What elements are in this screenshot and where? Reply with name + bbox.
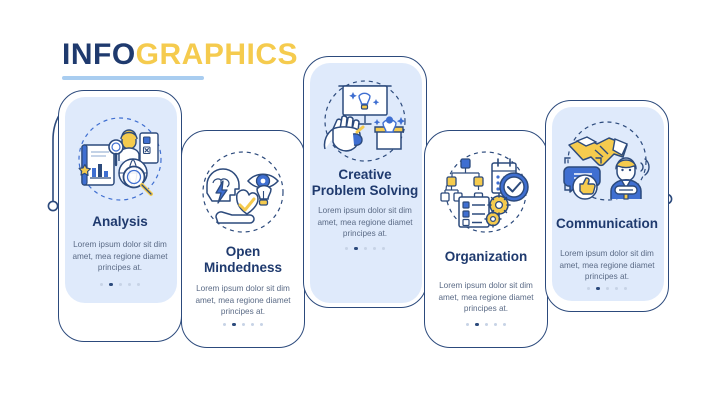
- card-title: Communication: [555, 216, 658, 231]
- card-title: Creative Problem Solving: [311, 167, 419, 198]
- step-dot[interactable]: [466, 323, 470, 327]
- step-dot[interactable]: [250, 323, 254, 327]
- card-step-dots[interactable]: [182, 323, 304, 327]
- analysis-chart-magnifier-icon: [59, 113, 181, 205]
- card-analysis[interactable]: Analysis Lorem ipsum dolor sit dim amet,…: [58, 90, 182, 342]
- step-dot[interactable]: [363, 247, 367, 251]
- card-step-dots[interactable]: [59, 283, 181, 287]
- brain-lightbulb-eye-icon: [182, 147, 304, 237]
- card-body: Lorem ipsum dolor sit dim amet, mea regi…: [317, 206, 413, 238]
- step-dot[interactable]: [484, 323, 488, 327]
- step-dot[interactable]: [587, 287, 591, 291]
- step-dot[interactable]: [100, 283, 104, 287]
- title-graphics: GRAPHICS: [135, 38, 299, 71]
- step-dot-active[interactable]: [109, 283, 113, 287]
- step-dot[interactable]: [381, 247, 385, 251]
- card-step-dots[interactable]: [304, 247, 426, 251]
- card-body: Lorem ipsum dolor sit dim amet, mea regi…: [72, 240, 168, 272]
- step-dot[interactable]: [223, 323, 227, 327]
- title-info: INFO: [62, 38, 136, 71]
- connector-endpoint-left: [47, 200, 59, 212]
- step-dot-active[interactable]: [232, 323, 236, 327]
- page-title: INFOGRAPHICS: [62, 40, 298, 80]
- step-dot[interactable]: [241, 323, 245, 327]
- card-body: Lorem ipsum dolor sit dim amet, mea regi…: [195, 284, 291, 316]
- step-dot[interactable]: [614, 287, 618, 291]
- presentation-lightbulb-hand-icon: [304, 75, 426, 167]
- step-dot[interactable]: [502, 323, 506, 327]
- step-dot-active[interactable]: [596, 287, 600, 291]
- card-creative-problem-solving[interactable]: Creative Problem Solving Lorem ipsum dol…: [303, 56, 427, 308]
- step-dot[interactable]: [623, 287, 627, 291]
- card-body: Lorem ipsum dolor sit dim amet, mea regi…: [438, 281, 534, 313]
- card-inner-panel: [65, 97, 177, 303]
- step-dot[interactable]: [493, 323, 497, 327]
- card-step-dots[interactable]: [425, 323, 547, 327]
- card-step-dots[interactable]: [546, 287, 668, 291]
- step-dot[interactable]: [372, 247, 376, 251]
- step-dot[interactable]: [605, 287, 609, 291]
- step-dot[interactable]: [127, 283, 131, 287]
- step-dot[interactable]: [118, 283, 122, 287]
- step-dot-active[interactable]: [354, 247, 358, 251]
- title-underline: [62, 76, 204, 80]
- card-title: Open Mindedness: [203, 244, 282, 275]
- card-title: Organization: [444, 249, 528, 264]
- card-organization[interactable]: Organization Lorem ipsum dolor sit dim a…: [424, 130, 548, 348]
- checklist-gears-clock-icon: [425, 147, 547, 237]
- step-dot[interactable]: [136, 283, 140, 287]
- handshake-speech-person-icon: [546, 117, 668, 205]
- step-dot[interactable]: [259, 323, 263, 327]
- card-communication[interactable]: Communication Lorem ipsum dolor sit dim …: [545, 100, 669, 312]
- card-body: Lorem ipsum dolor sit dim amet, mea regi…: [559, 249, 655, 281]
- step-dot[interactable]: [345, 247, 349, 251]
- card-open-mindedness[interactable]: Open Mindedness Lorem ipsum dolor sit di…: [181, 130, 305, 348]
- step-dot-active[interactable]: [475, 323, 479, 327]
- card-title: Analysis: [92, 214, 148, 229]
